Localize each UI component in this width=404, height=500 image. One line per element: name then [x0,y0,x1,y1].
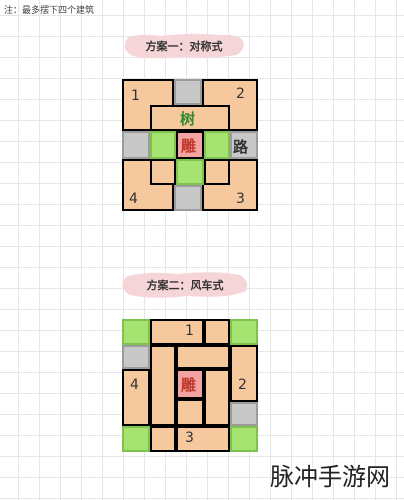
plan1-road-left [122,131,150,159]
plan1-tree-label: 树 [180,110,196,128]
plan1-inner-bottom-left [150,159,176,185]
plan2-label-4: 4 [130,377,139,393]
plan2-label-3: 3 [185,430,194,446]
plan1-green-bottom [176,159,204,185]
plan2-bottom-left-fill [150,426,176,452]
plan1-tree-cell [150,105,230,131]
plan2-top-fill [204,319,230,345]
plan1-road-label: 路 [233,138,249,156]
plan1-green-left [150,131,176,159]
plan2-road-right [230,402,258,426]
plan1-title: 方案一：对称式 [145,40,223,53]
plan1-road-right [230,131,258,159]
plan1-title-banner: 方案一：对称式 [121,31,247,61]
plan2-building-3 [176,426,230,452]
plan1-road-bottom [174,185,202,211]
plan2-center-top [176,345,230,369]
plan1-green-right [204,131,230,159]
plan1-label-1: 1 [131,88,140,104]
plan1-statue-cell [176,131,204,159]
plan1-inner-bottom-right [204,159,230,185]
plan2-building-1 [150,319,204,345]
plan2-building-4 [122,369,150,426]
plan2-left-inner [150,345,176,426]
plan2-green-bottom-left [122,426,150,452]
plan2-title: 方案二：风车式 [146,279,224,292]
plan1-label-4: 4 [129,191,138,207]
plan2-road-left [122,345,150,369]
plan2-green-bottom-right [230,426,258,452]
plan1-road-top [174,79,202,105]
plan2-label-1: 1 [185,323,194,339]
plan2-green-top-right [230,319,258,345]
watermark: 脉冲手游网 [270,463,390,491]
plan2-building-2 [230,345,258,402]
plan2-statue-label: 雕 [181,376,197,394]
plan2-green-top-left [122,319,150,345]
note-text: 注：最多摆下四个建筑 [4,6,95,16]
plan1-label-3: 3 [236,191,245,207]
plan2-label-2: 2 [238,377,247,393]
plan1-statue-label: 雕 [181,137,197,155]
plan2-statue-cell [176,369,204,399]
plan2-right-inner [204,369,230,426]
plan2-center-bottom [176,399,204,426]
plan1-label-2: 2 [236,86,245,102]
plan2-title-banner: 方案二：风车式 [118,269,252,301]
